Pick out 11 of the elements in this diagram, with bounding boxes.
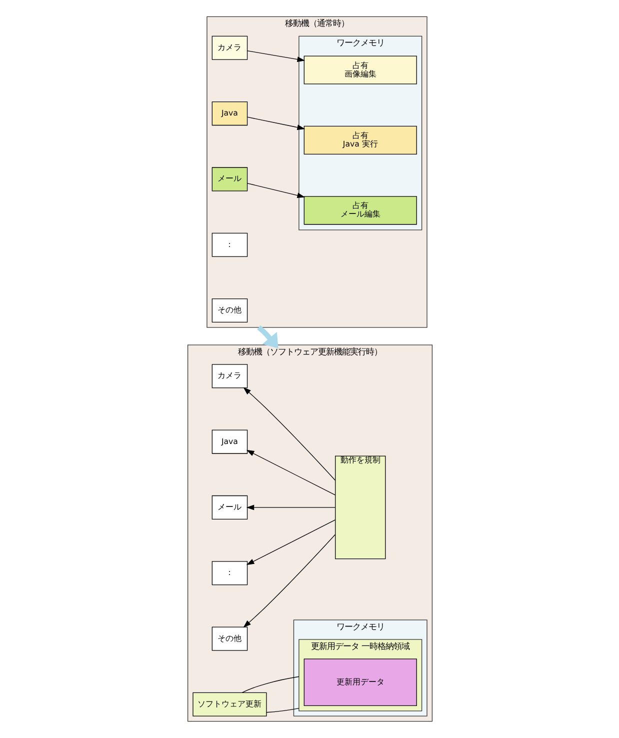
arrow — [246, 504, 336, 510]
arrow — [242, 534, 335, 628]
connector — [241, 676, 299, 693]
arrow — [242, 387, 335, 481]
arrow — [246, 450, 336, 496]
arrow — [246, 182, 305, 198]
arrow — [246, 116, 305, 130]
arrow — [246, 520, 336, 565]
connector — [266, 708, 299, 713]
arrow — [246, 50, 305, 62]
arrow — [256, 325, 278, 348]
